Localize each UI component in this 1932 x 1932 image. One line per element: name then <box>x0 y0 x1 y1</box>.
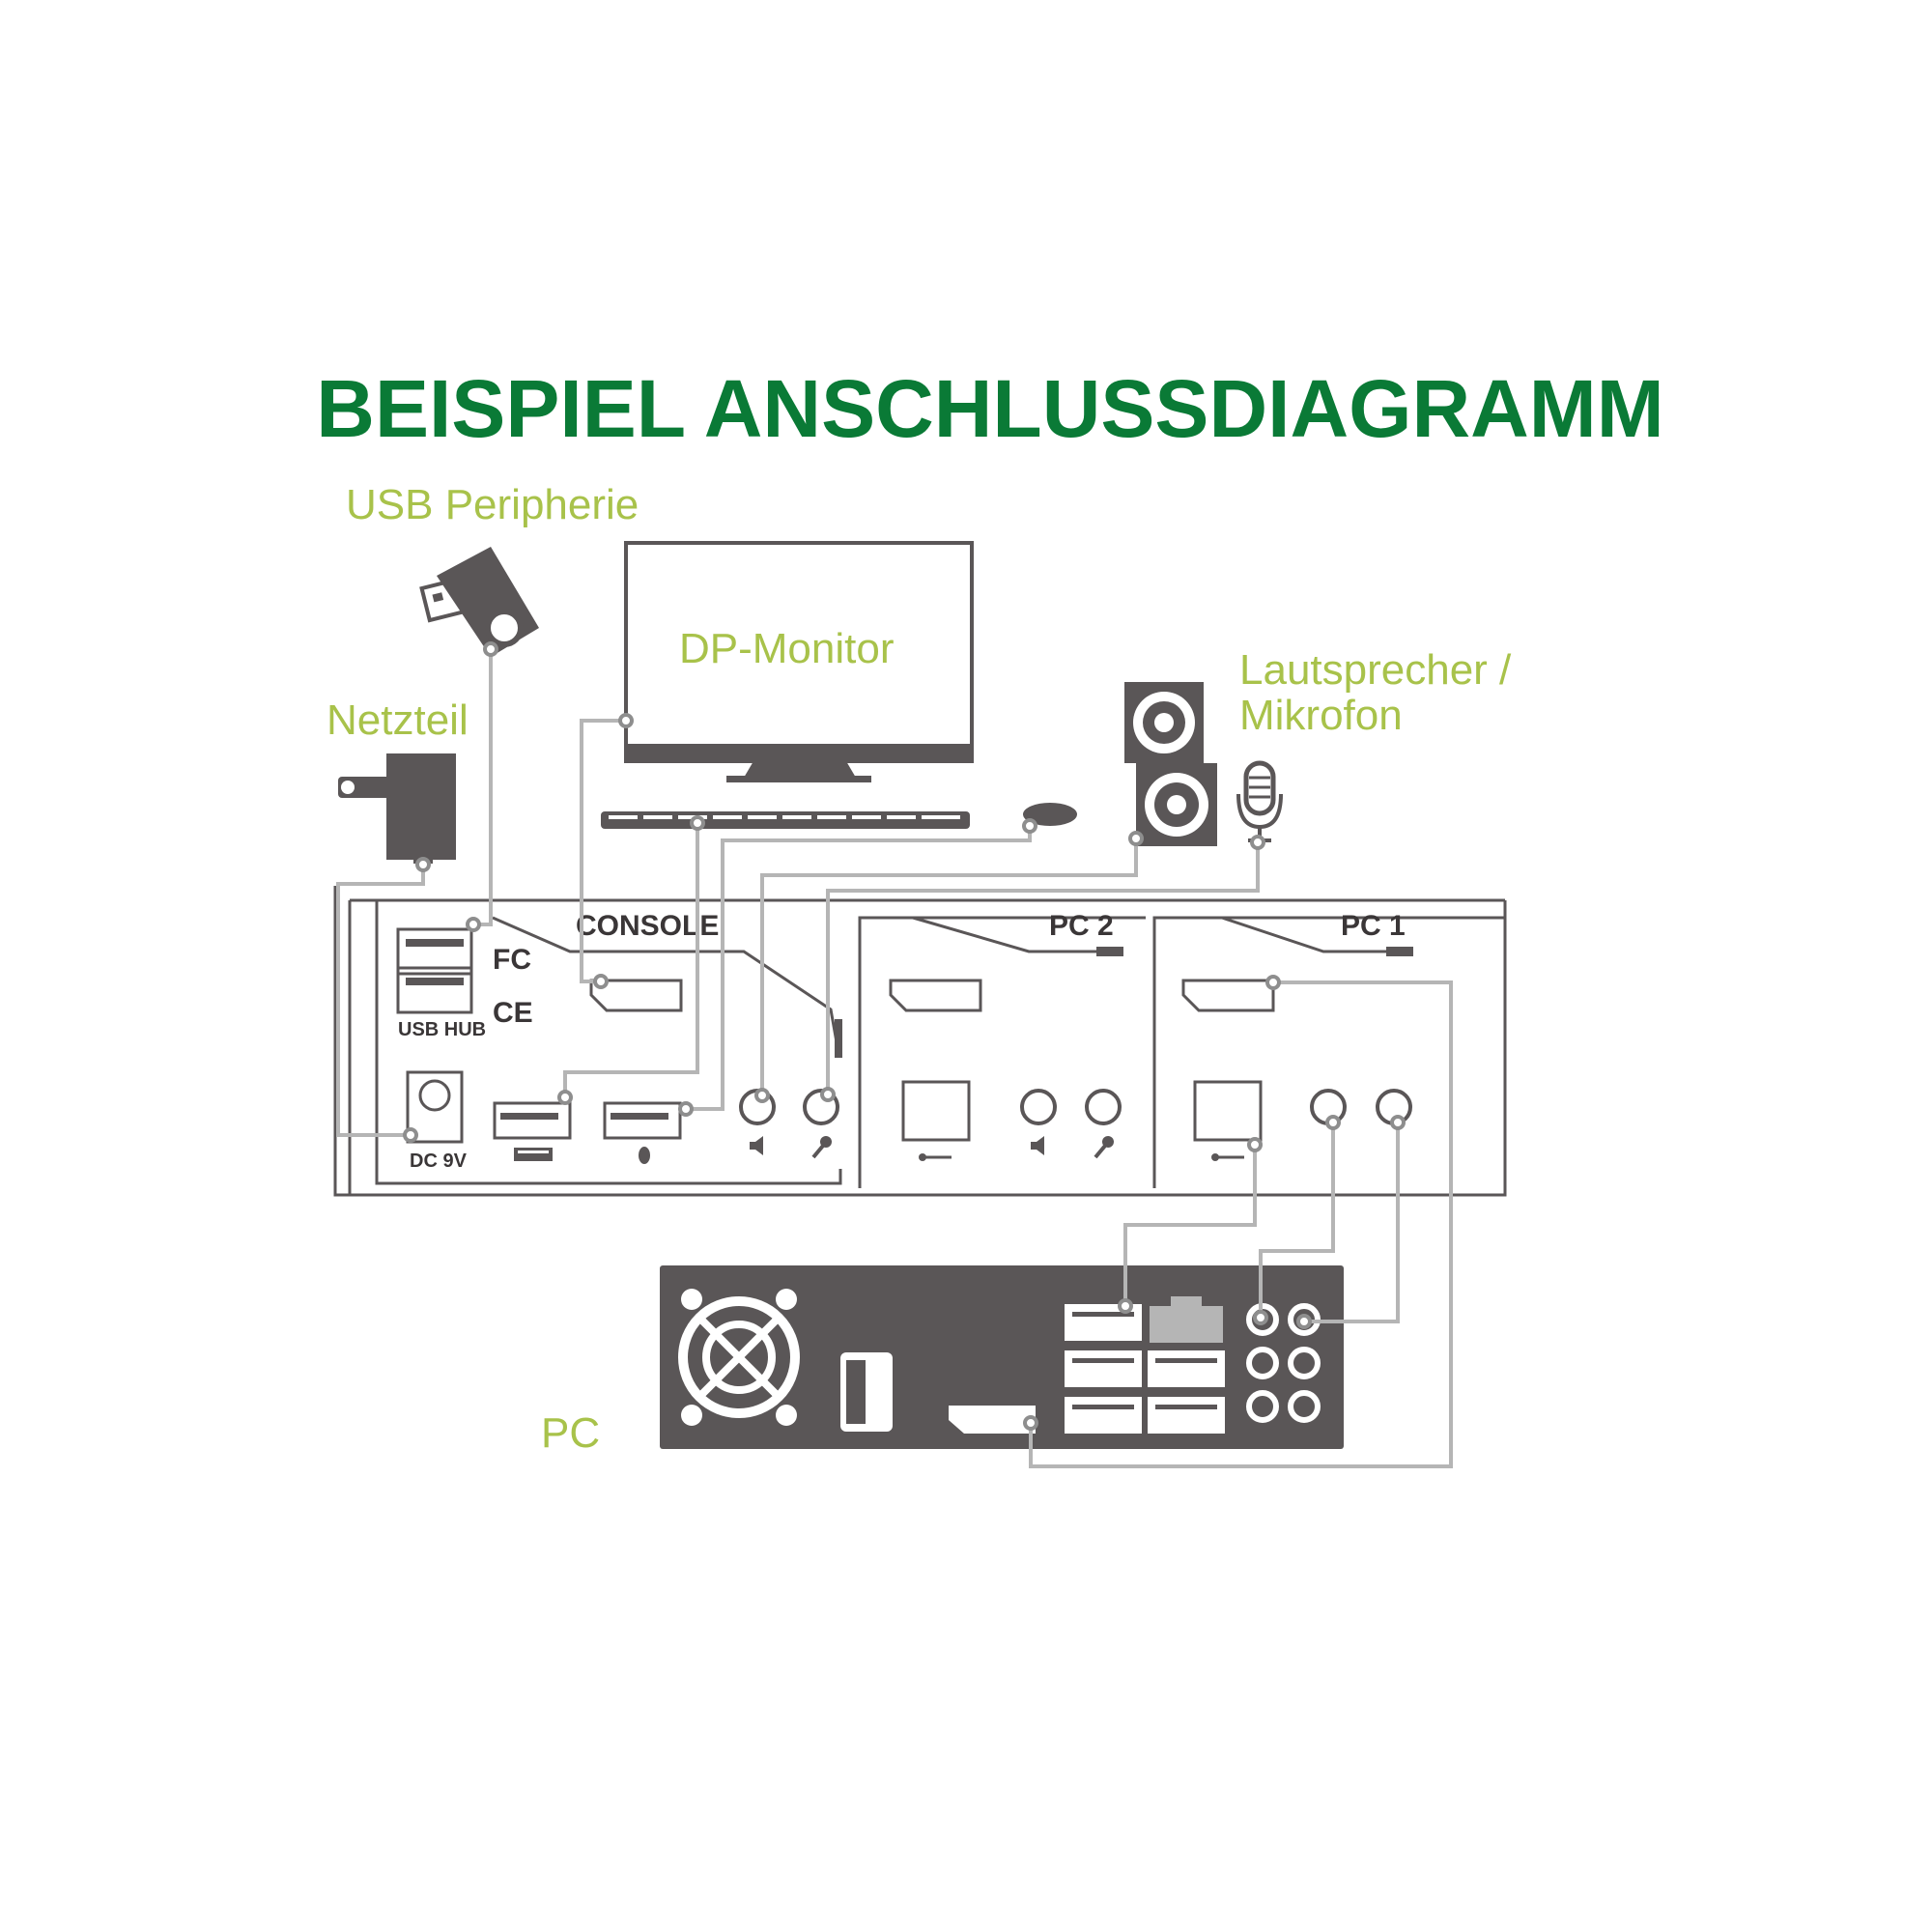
dc-jack <box>406 1070 464 1144</box>
diagram-title: BEISPIEL ANSCHLUSSDIAGRAMM <box>316 363 1663 454</box>
mic-small-icon <box>811 1136 832 1159</box>
usb-stick-icon <box>419 547 539 657</box>
dc-label: DC 9V <box>410 1151 468 1172</box>
label-netzteil: Netzteil <box>327 696 469 744</box>
monitor-icon <box>624 541 974 782</box>
mic-small-icon <box>1094 1136 1114 1159</box>
pc-usb-ports <box>1065 1304 1225 1434</box>
pc1-dp-port <box>1181 979 1275 1012</box>
console-mic-jack <box>803 1089 839 1125</box>
usb-hub-label: USB HUB <box>398 1019 486 1040</box>
fan-icon <box>678 1289 800 1426</box>
usb-small-icon <box>1211 1153 1244 1161</box>
keyboard-usb-port <box>493 1101 572 1140</box>
label-usb-peripherie: USB Peripherie <box>346 481 639 528</box>
label-lautsprecher: Lautsprecher / <box>1239 646 1512 694</box>
speaker-small-icon <box>1031 1136 1044 1155</box>
cable-endpoints <box>403 641 1406 1431</box>
label-mikrofon: Mikrofon <box>1239 692 1403 739</box>
mouse-usb-port <box>603 1101 682 1140</box>
power-adapter-icon <box>338 753 456 864</box>
pc1-usb-b-port <box>1193 1080 1263 1142</box>
fc-mark: FC <box>493 944 531 976</box>
pc2-mic-jack <box>1085 1089 1122 1125</box>
pc2-usb-b-port <box>901 1080 971 1142</box>
console-dp-port <box>589 979 683 1012</box>
keyboard-icon <box>601 811 970 829</box>
speaker-small-icon <box>750 1136 763 1155</box>
label-dp-monitor: DP-Monitor <box>679 625 895 672</box>
kvm-switch-panel: CONSOLE PC 2 PC 1 USB HUB FC CE DC 9V <box>333 886 1507 1197</box>
microphone-icon <box>1236 760 1283 842</box>
mouse-icon <box>1023 803 1077 826</box>
usb-hub-ports <box>396 927 473 1014</box>
pc1-label: PC 1 <box>1341 910 1406 942</box>
console-label: CONSOLE <box>576 910 719 942</box>
pc-back-panel <box>660 1265 1344 1449</box>
pc-lan-port <box>1150 1296 1223 1343</box>
cables <box>336 649 1453 1468</box>
speaker-icon <box>1124 682 1217 846</box>
pc-audio-jacks <box>1246 1303 1321 1423</box>
pc2-dp-port <box>889 979 982 1012</box>
pc-dp-port <box>949 1406 1036 1434</box>
usb-small-icon <box>919 1153 952 1161</box>
keyboard-small-icon <box>514 1148 553 1161</box>
pc2-speaker-jack <box>1020 1089 1057 1125</box>
ce-mark: CE <box>493 997 533 1029</box>
mouse-small-icon <box>639 1147 650 1164</box>
pc2-label: PC 2 <box>1049 910 1114 942</box>
label-pc: PC <box>541 1409 600 1457</box>
